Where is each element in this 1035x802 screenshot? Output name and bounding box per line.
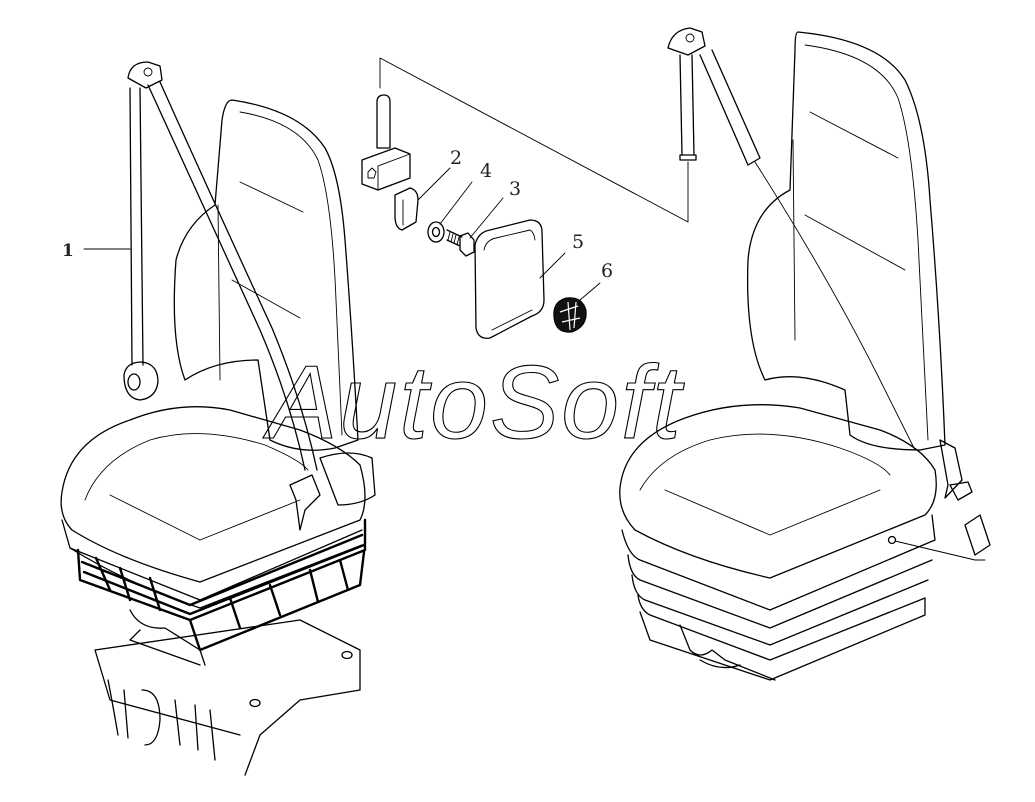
callout-1: 1: [62, 241, 74, 261]
callout-4: 4: [480, 160, 492, 182]
part-2-clip: [394, 187, 419, 231]
part-5-cover: [474, 219, 545, 339]
exploded-leader-frame: [379, 57, 689, 223]
part-adjuster-bracket: [361, 94, 411, 191]
left-seat-mount-plate: [94, 619, 361, 776]
belt-anchor-top-right: [667, 27, 706, 56]
left-seat-backrest: [173, 99, 359, 451]
right-seat-backrest: [746, 31, 946, 451]
callout-5: 5: [572, 231, 584, 253]
right-seat-bellows: [621, 514, 936, 661]
callout-2: 2: [450, 147, 462, 169]
left-seat-cushion: [60, 406, 366, 583]
callout-3: 3: [509, 178, 521, 200]
leader-6: [579, 282, 601, 301]
left-seat-belt: [123, 61, 321, 531]
part-6-knob: [553, 297, 587, 333]
left-seat: [60, 99, 376, 776]
part-4-washer: [427, 221, 445, 243]
leader-4: [439, 181, 473, 225]
leader-5: [539, 252, 566, 279]
right-seat-cushion: [619, 404, 937, 579]
leader-2: [417, 167, 451, 201]
belt-anchor-top-left: [127, 61, 163, 89]
part-3-bolt: [446, 229, 475, 257]
callout-6: 6: [601, 260, 613, 282]
right-seat: [619, 31, 946, 681]
leader-3: [469, 197, 504, 239]
watermark: AutoSoft: [262, 345, 685, 461]
right-seat-belt: [667, 27, 991, 561]
